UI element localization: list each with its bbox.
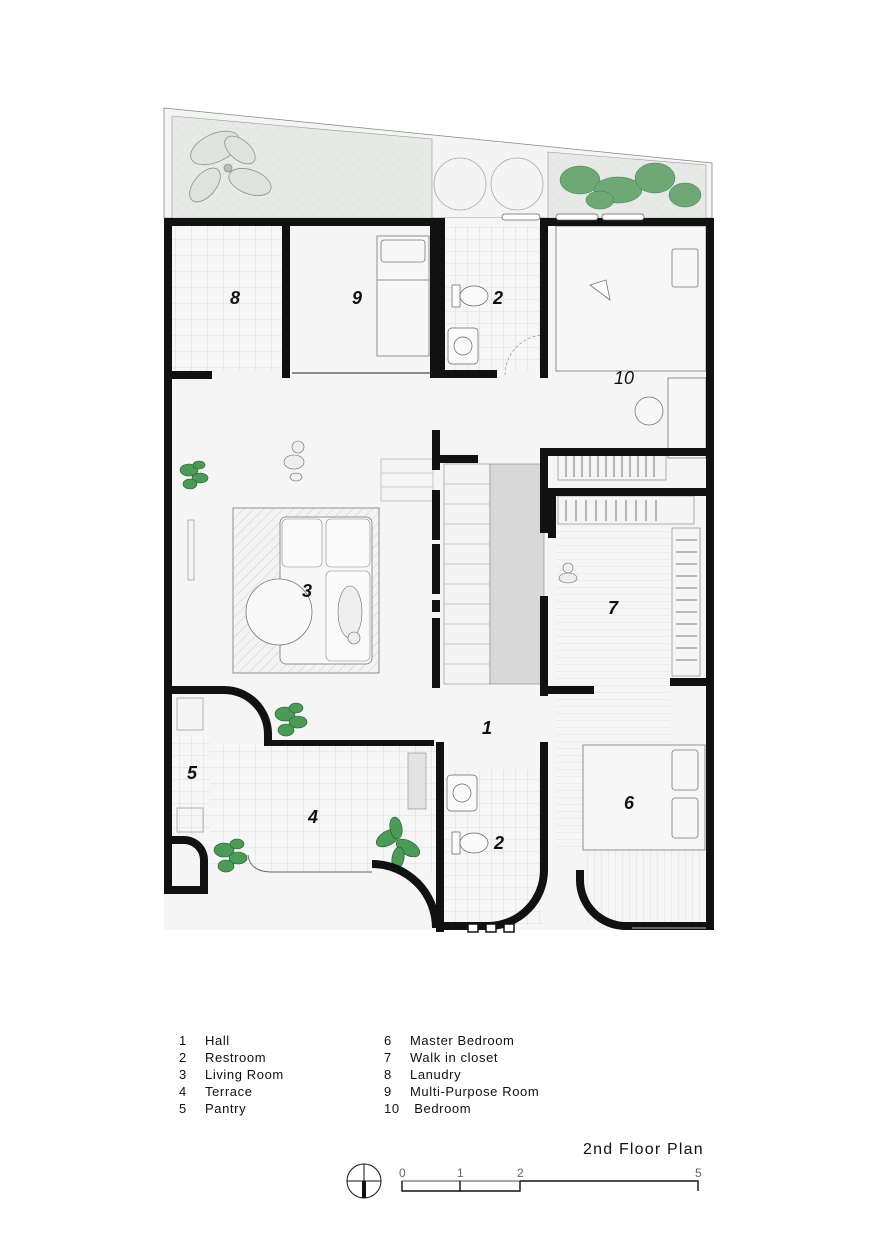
room-number-4: 4 [307,807,318,827]
potted-plant-icon [274,702,308,737]
room-number-10: 10 [614,368,634,388]
balcony-floor [585,850,705,925]
potted-plant-icon [179,460,209,490]
potted-plant-icon [213,838,248,873]
scale-tick-5: 5 [695,1166,702,1180]
room-number-5: 5 [187,763,198,783]
scale-tick-1: 1 [457,1166,464,1180]
scale-tick-2: 2 [517,1166,524,1180]
living-room-furniture [232,507,380,674]
terrace-bench [407,752,427,810]
hall-steps [380,458,434,502]
potted-plant-icon [375,816,421,870]
staircase [443,463,545,685]
room-number-7: 7 [608,598,619,618]
bedroom-wardrobe [557,451,667,481]
room-number-1: 1 [482,718,492,738]
room-number-2-bottom: 2 [493,833,504,853]
pantry-counter [176,697,204,833]
shrub-icon [559,162,702,210]
scale-tick-0: 0 [399,1166,406,1180]
door-swing [504,334,546,376]
restroom-top-fixtures [447,284,489,365]
left-wall-shelf [187,519,195,581]
restroom-bottom-fixtures [446,774,489,855]
top-windows [501,213,645,221]
bedroom-furniture [555,225,707,459]
room-number-8: 8 [230,288,240,308]
closet-person-icon [558,562,578,584]
master-bed [582,744,706,851]
room-number-9: 9 [352,288,362,308]
legend-item: 10 Bedroom [384,1101,472,1116]
tropical-plant-icon [189,130,272,203]
north-arrow-icon [346,1163,382,1199]
scale-bar: 0 1 2 5 [399,1166,702,1192]
pantry-floor [172,735,210,835]
multi-purpose-bed [376,235,430,357]
plan-title: 2nd Floor Plan [583,1141,704,1158]
terrace-edge [247,854,372,873]
room-number-3: 3 [302,581,312,601]
room-number-2-top: 2 [492,288,503,308]
person-icon [283,440,305,482]
walls [164,218,714,933]
laundry-floor [172,226,282,371]
room-number-6: 6 [624,793,635,813]
